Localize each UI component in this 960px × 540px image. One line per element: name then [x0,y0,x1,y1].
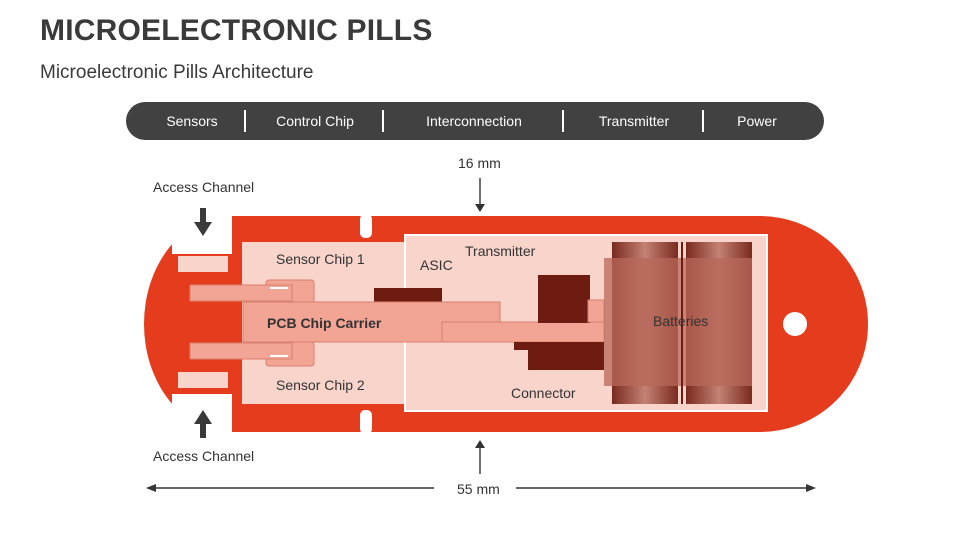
dimension-16mm-label: 16 mm [458,155,501,171]
dimension-55mm-label: 55 mm [457,481,500,497]
arrow-up-icon [194,410,212,438]
transmitter-die [538,275,590,323]
dimension-arrow-top [475,178,485,212]
nav-item-power[interactable]: Power [737,113,777,129]
nav-item-control-chip[interactable]: Control Chip [276,113,354,129]
access-port-top [178,256,228,272]
nav-item-sensors[interactable]: Sensors [166,113,218,129]
connector-block [528,342,604,370]
nav-item-interconnection[interactable]: Interconnection [426,113,522,129]
nav-separator [244,110,246,132]
transmitter-pad [587,299,605,323]
asic-label: ASIC [420,257,453,273]
pill-hole [783,312,807,336]
notch-bottom [360,410,372,434]
connector-label: Connector [511,385,576,401]
category-bar: Sensors Control Chip Interconnection Tra… [126,102,824,140]
nav-item-transmitter[interactable]: Transmitter [598,113,670,129]
access-channel-top-label: Access Channel [153,179,255,195]
nav-separator [562,110,564,132]
transmitter-label: Transmitter [465,243,536,259]
sensor-chip-2-label: Sensor Chip 2 [276,377,365,393]
page-subtitle: Microelectronic Pills Architecture [40,62,314,83]
pcb-chip-carrier-label: PCB Chip Carrier [267,315,382,331]
sensor-probe-top [189,284,293,302]
nav-separator [702,110,704,132]
nav-separator [382,110,384,132]
batteries-label: Batteries [653,313,709,329]
battery-band [604,258,752,386]
notch-top [360,214,372,238]
access-port-bottom [178,372,228,388]
dimension-line-55mm [146,484,816,492]
arrow-down-icon [194,208,212,236]
asic-die [374,288,442,304]
access-channel-bottom-label: Access Channel [153,448,255,464]
interconnect-strip [441,321,605,343]
sensor-probe-bottom [189,342,293,360]
page-title: MICROELECTRONIC PILLS [40,14,433,47]
dimension-arrow-bottom [475,440,485,474]
sensor-chip-1-label: Sensor Chip 1 [276,251,365,267]
